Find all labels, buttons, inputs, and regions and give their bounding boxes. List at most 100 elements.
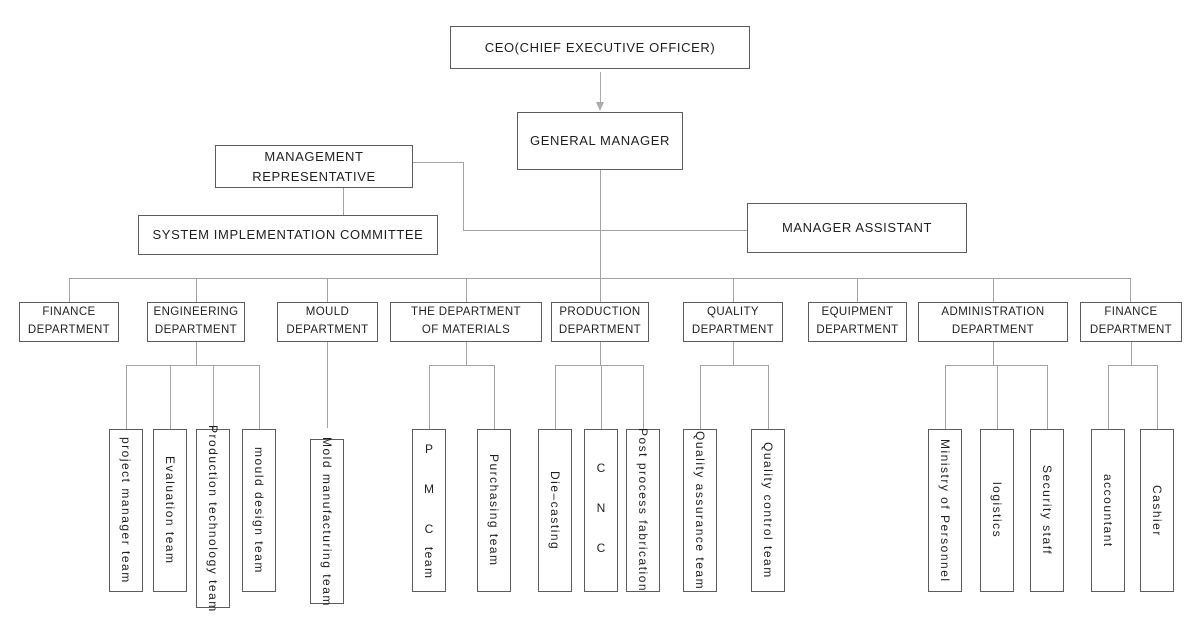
node-label: CEO(CHIEF EXECUTIVE OFFICER) xyxy=(484,39,716,55)
node-logistics: logistics xyxy=(980,429,1014,592)
node-management-representative: MANAGEMENT REPRESENTATIVE xyxy=(215,145,413,188)
connector-line xyxy=(700,365,701,429)
node-engineering-department: ENGINEERING DEPARTMENT xyxy=(147,302,245,342)
node-ministry-of-personnel: Ministry of Personnel xyxy=(928,429,962,592)
node-label: EQUIPMENT DEPARTMENT xyxy=(816,306,899,336)
node-label: C N C xyxy=(594,460,608,561)
node-cashier: Cashier xyxy=(1140,429,1174,592)
connector-line xyxy=(1157,365,1158,429)
connector-line xyxy=(643,365,644,429)
node-label: Post process fabrication xyxy=(636,428,650,593)
node-label: Evaluation team xyxy=(163,456,177,565)
connector-line xyxy=(259,365,260,429)
connector-line xyxy=(700,365,769,366)
node-general-manager: GENERAL MANAGER xyxy=(517,112,683,170)
connector-line xyxy=(126,365,127,429)
connector-line xyxy=(945,365,946,429)
node-project-manager-team: project manager team xyxy=(109,429,143,592)
node-security-staff: Security staff xyxy=(1030,429,1064,592)
node-administration-department: ADMINISTRATION DEPARTMENT xyxy=(918,302,1068,342)
node-manager-assistant: MANAGER ASSISTANT xyxy=(747,203,967,253)
node-label: MOULD DEPARTMENT xyxy=(286,306,369,336)
node-label: Cashier xyxy=(1150,484,1164,537)
connector-line xyxy=(213,365,214,429)
node-label: SYSTEM IMPLEMENTATION COMMITTEE xyxy=(152,227,424,243)
node-label: MANAGEMENT REPRESENTATIVE xyxy=(252,149,376,184)
connector-line xyxy=(429,365,430,429)
node-label: P M C team xyxy=(422,441,436,580)
ceo-to-gm-arrow xyxy=(600,72,601,103)
connector-line xyxy=(945,365,1048,366)
connector-line xyxy=(463,162,464,230)
node-label-upright: P M C xyxy=(422,441,436,542)
node-materials-department: THE DEPARTMENT OF MATERIALS xyxy=(390,302,542,342)
connector-line xyxy=(993,278,994,302)
connector-line xyxy=(733,342,734,365)
node-label: FINANCE DEPARTMENT xyxy=(27,306,111,336)
connector-line xyxy=(1108,365,1109,429)
node-pmc-team: P M C team xyxy=(412,429,446,592)
node-label: Quality assurance team xyxy=(693,430,707,591)
connector-line xyxy=(857,278,858,302)
node-label: ENGINEERING DEPARTMENT xyxy=(153,306,239,336)
node-label: logistics xyxy=(990,482,1004,539)
connector-line xyxy=(993,342,994,365)
connector-line xyxy=(768,365,769,429)
connector-line xyxy=(1130,278,1131,302)
node-label: FINANCE DEPARTMENT xyxy=(1089,306,1173,336)
node-purchasing-team: Purchasing team xyxy=(477,429,511,592)
node-label: QUALITY DEPARTMENT xyxy=(691,306,775,336)
connector-line xyxy=(343,188,344,215)
node-label: Ministry of Personnel xyxy=(938,438,952,583)
connector-line xyxy=(69,278,1131,279)
node-finance-department-left: FINANCE DEPARTMENT xyxy=(19,302,119,342)
connector-line xyxy=(327,278,328,302)
node-label: accountant xyxy=(1101,473,1115,548)
connector-line xyxy=(494,365,495,429)
connector-line xyxy=(466,342,467,365)
node-label-rotated: team xyxy=(422,546,436,580)
connector-line xyxy=(196,342,197,365)
connector-line xyxy=(601,365,602,429)
node-label: Production technology team xyxy=(206,424,220,613)
node-label: Mold manufacturing team xyxy=(320,436,334,607)
connector-line xyxy=(555,365,643,366)
connector-line xyxy=(1131,342,1132,365)
node-label: Security staff xyxy=(1040,465,1054,556)
node-mold-manufacturing-team: Mold manufacturing team xyxy=(310,436,344,607)
connector-line xyxy=(463,230,747,231)
node-post-process-fabrication: Post process fabrication xyxy=(626,428,660,593)
connector-line xyxy=(429,365,495,366)
node-system-implementation-committee: SYSTEM IMPLEMENTATION COMMITTEE xyxy=(138,215,438,255)
node-quality-assurance-team: Quality assurance team xyxy=(683,429,717,592)
node-label-upright: C N C xyxy=(594,460,608,561)
connector-line xyxy=(69,278,70,302)
node-label: Die–casting xyxy=(548,470,562,551)
connector-line xyxy=(555,365,556,429)
node-quality-control-team: Quality control team xyxy=(751,429,785,592)
connector-line xyxy=(600,170,601,302)
node-label: mould design team xyxy=(252,447,266,574)
node-label: Purchasing team xyxy=(487,454,501,567)
connector-line xyxy=(733,278,734,302)
node-accountant: accountant xyxy=(1091,429,1125,592)
node-quality-department: QUALITY DEPARTMENT xyxy=(683,302,783,342)
connector-line xyxy=(997,365,998,429)
node-cnc: C N C xyxy=(584,429,618,592)
connector-line xyxy=(196,278,197,302)
node-die-casting: Die–casting xyxy=(538,429,572,592)
node-equipment-department: EQUIPMENT DEPARTMENT xyxy=(808,302,907,342)
node-label: ADMINISTRATION DEPARTMENT xyxy=(941,306,1045,336)
node-label: project manager team xyxy=(119,437,133,584)
node-finance-department-right: FINANCE DEPARTMENT xyxy=(1080,302,1182,342)
node-mould-department: MOULD DEPARTMENT xyxy=(277,302,378,342)
connector-line xyxy=(170,365,171,429)
connector-line xyxy=(600,342,601,365)
node-production-department: PRODUCTION DEPARTMENT xyxy=(551,302,649,342)
connector-line xyxy=(327,342,328,428)
node-label: GENERAL MANAGER xyxy=(530,133,670,149)
node-label: MANAGER ASSISTANT xyxy=(781,220,933,236)
node-ceo: CEO(CHIEF EXECUTIVE OFFICER) xyxy=(450,26,750,69)
down-arrow-icon xyxy=(596,102,604,111)
